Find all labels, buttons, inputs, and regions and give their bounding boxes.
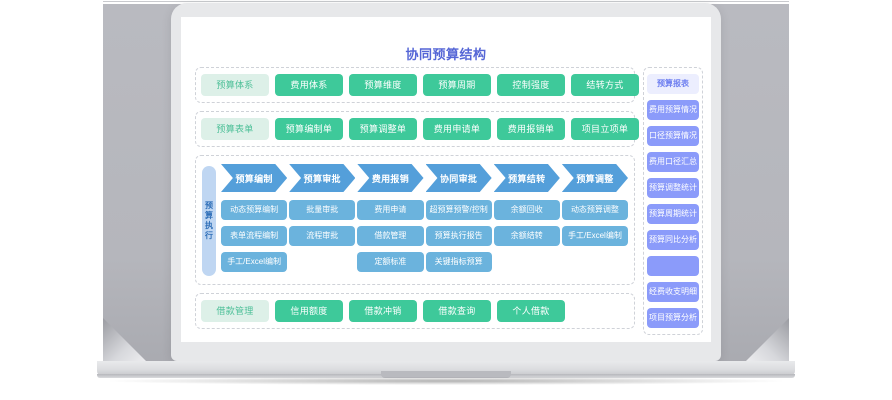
stage-arrow-budget-approval[interactable]: 预算审批 — [289, 164, 356, 192]
sub-item[interactable]: 关键指标预算 — [425, 252, 492, 272]
section-budget-forms: 预算表单 预算编制单 预算调整单 费用申请单 费用报销单 项目立项单 — [195, 111, 639, 147]
sidebar-header-budget-reports[interactable]: 预算报表 — [647, 74, 699, 94]
process-column-expense-reimbursement: 费用报销 费用申请 借款管理 定额标准 — [357, 164, 424, 276]
sidebar-item-budget-cycle-stats[interactable]: 预算周期统计 — [647, 204, 699, 224]
chip-loan-query[interactable]: 借款查询 — [423, 300, 491, 322]
sub-item[interactable]: 表单流程编制 — [221, 226, 288, 246]
sidebar-dashed-container: 预算报表 费用预算情况 口径预算情况 费用口径汇总 预算调整统计 预算周期统计 … — [643, 67, 703, 335]
sub-item[interactable]: 余额结转 — [493, 226, 560, 246]
sidebar-item-caliber-budget-status[interactable]: 口径预算情况 — [647, 126, 699, 146]
diagram-canvas: 协同预算结构 预算体系 费用体系 预算维度 预算周期 控制强度 结转方式 — [181, 17, 711, 342]
section-budget-system: 预算体系 费用体系 预算维度 预算周期 控制强度 结转方式 — [195, 67, 639, 103]
chip-expense-reimbursement-form[interactable]: 费用报销单 — [497, 118, 565, 140]
chip-fee-system[interactable]: 费用体系 — [275, 74, 343, 96]
sub-item[interactable]: 手工/Excel编制 — [221, 252, 288, 272]
sub-item-placeholder — [562, 252, 628, 272]
sidebar-item-budget-adjustment-stats[interactable]: 预算调整统计 — [647, 178, 699, 198]
chip-budget-cycle[interactable]: 预算周期 — [423, 74, 491, 96]
section-budget-forms-row: 预算表单 预算编制单 预算调整单 费用申请单 费用报销单 项目立项单 — [201, 118, 639, 140]
sidebar-item-budget-yoy-analysis[interactable]: 预算同比分析 — [647, 230, 699, 250]
laptop-screen: 协同预算结构 预算体系 费用体系 预算维度 预算周期 控制强度 结转方式 — [181, 17, 711, 342]
process-column-collaborative-approval: 协同审批 超预算预警/控制 预算执行报告 关键指标预算 — [425, 164, 492, 276]
section-head-loan-management[interactable]: 借款管理 — [201, 300, 269, 322]
section-budget-execution: 预算执行 预算编制 动态预算编制 表单流程编制 手工/Excel编制 预算审批 … — [195, 155, 635, 285]
chip-loan-writeoff[interactable]: 借款冲销 — [349, 300, 417, 322]
process-column-budget-preparation: 预算编制 动态预算编制 表单流程编制 手工/Excel编制 — [221, 164, 288, 276]
stage-arrow-budget-preparation[interactable]: 预算编制 — [221, 164, 288, 192]
laptop-drop-shadow — [110, 377, 782, 385]
section-loan-management: 借款管理 信用额度 借款冲销 借款查询 个人借款 — [195, 293, 635, 329]
process-column-budget-approval: 预算审批 批量审批 流程审批 — [289, 164, 356, 276]
chip-expense-application-form[interactable]: 费用申请单 — [423, 118, 491, 140]
page-title: 协同预算结构 — [405, 47, 487, 62]
sub-item[interactable]: 定额标准 — [357, 252, 424, 272]
sidebar-item-expense-caliber-summary[interactable]: 费用口径汇总 — [647, 152, 699, 172]
sub-item-placeholder — [494, 252, 560, 272]
process-columns: 预算编制 动态预算编制 表单流程编制 手工/Excel编制 预算审批 批量审批 … — [221, 164, 629, 276]
chip-budget-adjustment-form[interactable]: 预算调整单 — [349, 118, 417, 140]
chip-project-initiation-form[interactable]: 项目立项单 — [571, 118, 639, 140]
sub-item[interactable]: 批量审批 — [289, 200, 356, 220]
sidebar-item-project-budget-analysis[interactable]: 项目预算分析 — [647, 308, 699, 328]
sub-item[interactable]: 预算执行报告 — [425, 226, 492, 246]
chip-personal-loan[interactable]: 个人借款 — [497, 300, 565, 322]
sub-item[interactable]: 超预算预警/控制 — [425, 200, 492, 220]
sub-item[interactable]: 动态预算调整 — [561, 200, 629, 220]
laptop-base — [97, 361, 795, 376]
laptop-trackpad-notch — [381, 371, 511, 378]
stage-arrow-budget-adjustment[interactable]: 预算调整 — [561, 164, 629, 192]
sub-item[interactable]: 动态预算编制 — [221, 200, 288, 220]
section-budget-system-row: 预算体系 费用体系 预算维度 预算周期 控制强度 结转方式 — [201, 74, 639, 96]
vertical-label-budget-execution: 预算执行 — [202, 166, 216, 276]
sidebar-budget-reports: 预算报表 费用预算情况 口径预算情况 费用口径汇总 预算调整统计 预算周期统计 … — [643, 67, 703, 335]
chip-credit-limit[interactable]: 信用额度 — [275, 300, 343, 322]
section-head-budget-forms[interactable]: 预算表单 — [201, 118, 269, 140]
sub-item[interactable]: 借款管理 — [357, 226, 424, 246]
sidebar-item-blank[interactable] — [647, 256, 699, 276]
main-column: 预算体系 费用体系 预算维度 预算周期 控制强度 结转方式 预算表单 预算编制单… — [195, 67, 639, 337]
sidebar-item-funding-income-expense-detail[interactable]: 经费收支明细 — [647, 282, 699, 302]
sub-item[interactable]: 余额回收 — [493, 200, 560, 220]
sub-item[interactable]: 费用申请 — [357, 200, 424, 220]
stage-arrow-collaborative-approval[interactable]: 协同审批 — [425, 164, 492, 192]
chip-carryover-method[interactable]: 结转方式 — [571, 74, 639, 96]
stage-arrow-expense-reimbursement[interactable]: 费用报销 — [357, 164, 424, 192]
sidebar-item-expense-budget-status[interactable]: 费用预算情况 — [647, 100, 699, 120]
sub-item[interactable]: 流程审批 — [289, 226, 356, 246]
section-head-budget-system[interactable]: 预算体系 — [201, 74, 269, 96]
chip-budget-dimension[interactable]: 预算维度 — [349, 74, 417, 96]
section-loan-management-row: 借款管理 信用额度 借款冲销 借款查询 个人借款 — [201, 300, 629, 322]
sub-item[interactable]: 手工/Excel编制 — [561, 226, 629, 246]
process-column-budget-carryover: 预算结转 余额回收 余额结转 — [493, 164, 560, 276]
chip-budget-preparation-form[interactable]: 预算编制单 — [275, 118, 343, 140]
sub-item-placeholder — [289, 252, 355, 272]
chip-control-strength[interactable]: 控制强度 — [497, 74, 565, 96]
process-column-budget-adjustment: 预算调整 动态预算调整 手工/Excel编制 — [561, 164, 629, 276]
stage-arrow-budget-carryover[interactable]: 预算结转 — [493, 164, 560, 192]
